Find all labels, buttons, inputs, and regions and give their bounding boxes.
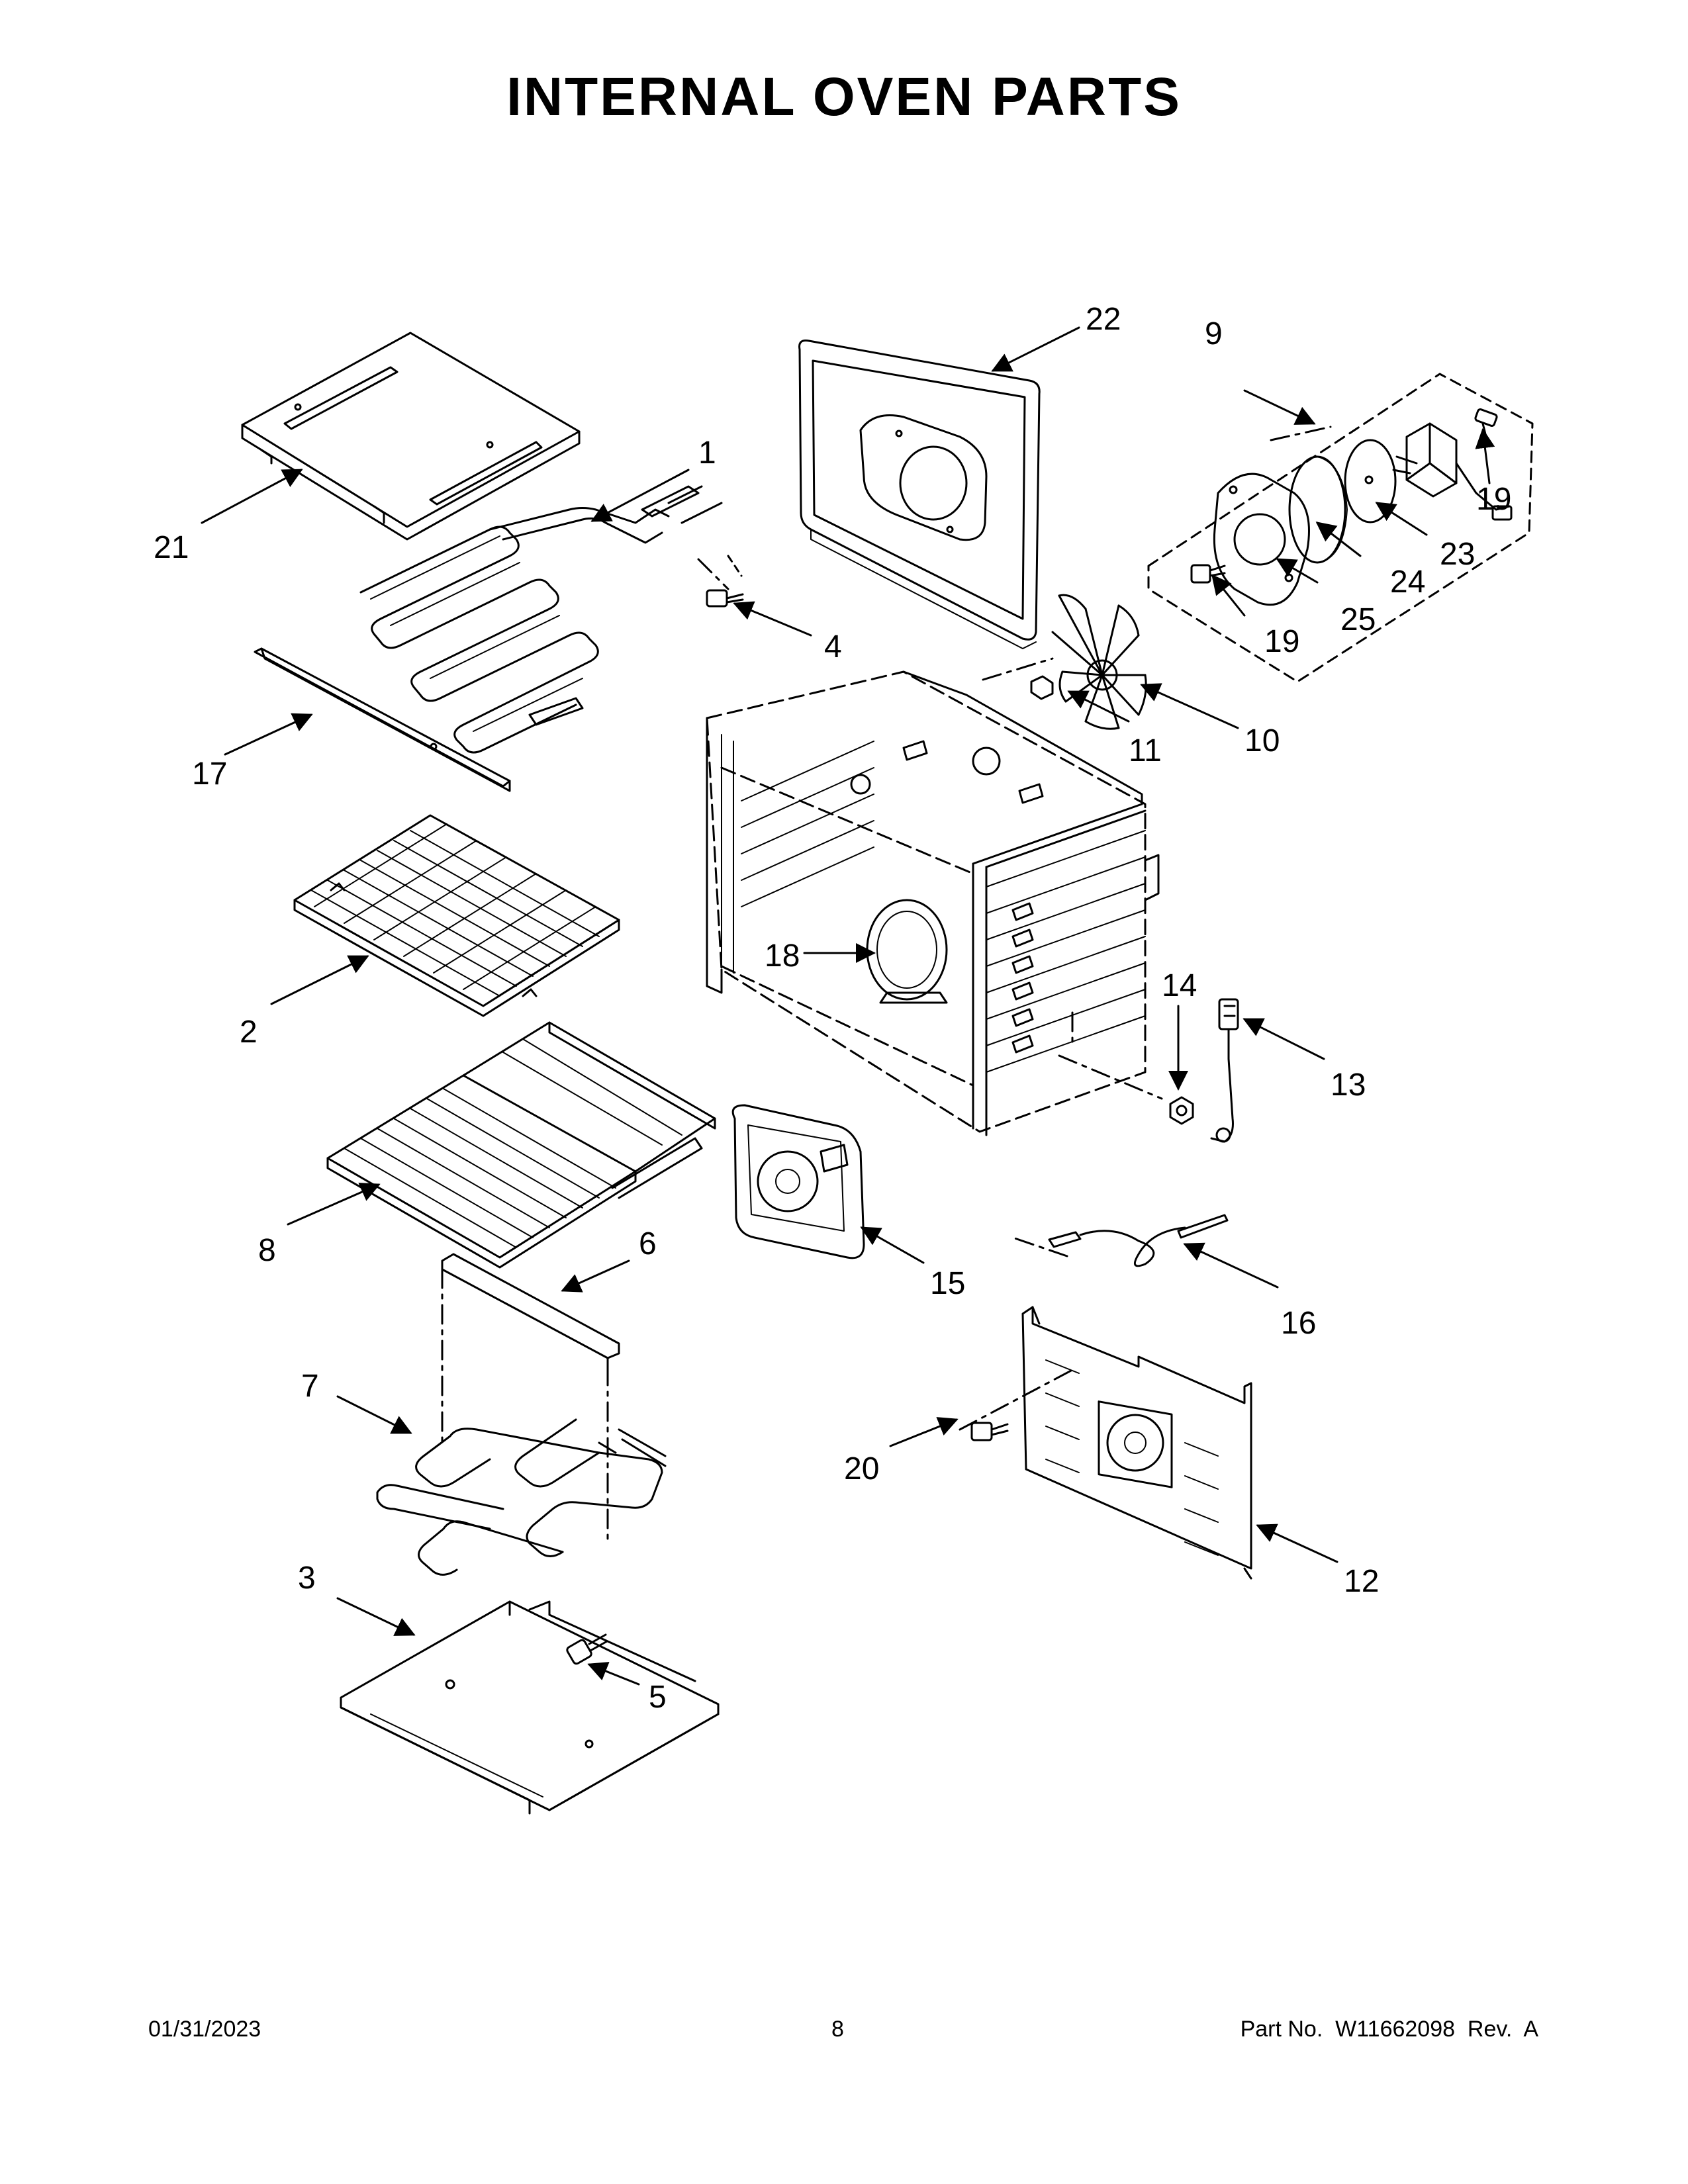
oven-door-frame — [798, 340, 1041, 649]
callout-3: 3 — [298, 1561, 316, 1596]
callout-13: 13 — [1331, 1068, 1366, 1103]
callout-19-lower: 19 — [1264, 624, 1299, 659]
oven-rack — [293, 814, 620, 1017]
bake-element — [376, 1418, 667, 1576]
callout-15: 15 — [930, 1266, 965, 1301]
callout-23: 23 — [1440, 537, 1475, 572]
screw-part-4 — [706, 555, 744, 608]
callout-22: 22 — [1086, 302, 1121, 337]
leader-arrows — [201, 326, 1495, 1686]
broil-element — [359, 485, 723, 754]
callout-16: 16 — [1281, 1306, 1316, 1341]
convection-fan-cover — [731, 1104, 865, 1259]
page-title: INTERNAL OVEN PARTS — [506, 67, 1182, 127]
callout-17: 17 — [192, 756, 227, 792]
element-bracket — [441, 1253, 620, 1368]
convection-fan-blade — [1051, 594, 1147, 730]
temperature-sensor — [1210, 998, 1239, 1143]
gliding-rack — [326, 1021, 716, 1269]
footer-part-number: Part No. W11662098 Rev. A — [1240, 2017, 1538, 2042]
callout-11: 11 — [1129, 733, 1162, 768]
callout-7: 7 — [301, 1369, 319, 1404]
screw-part-20 — [970, 1422, 1009, 1441]
insulation-disc — [1288, 455, 1348, 564]
oven-cavity — [706, 670, 1160, 1136]
callout-1: 1 — [698, 435, 716, 471]
sensor-nut — [1169, 1096, 1194, 1125]
screw-part-19-upper — [1474, 408, 1498, 438]
footer-page-number: 8 — [831, 2017, 844, 2042]
rail-bar — [254, 647, 511, 792]
callout-4: 4 — [824, 629, 842, 664]
callout-12: 12 — [1344, 1564, 1379, 1599]
motor-gasket — [1344, 439, 1397, 523]
callout-6: 6 — [639, 1226, 657, 1261]
callout-14: 14 — [1162, 968, 1197, 1003]
screw-part-5 — [566, 1633, 608, 1665]
rear-panel — [1021, 1306, 1252, 1580]
callout-8: 8 — [258, 1233, 276, 1268]
alignment-lines — [441, 426, 1332, 1547]
callout-2: 2 — [240, 1015, 258, 1050]
convection-motor — [1392, 422, 1513, 521]
screw-part-19-lower — [1190, 564, 1226, 584]
top-shield-panel — [241, 332, 581, 541]
callout-10: 10 — [1244, 723, 1280, 758]
callout-5: 5 — [649, 1680, 667, 1715]
convection-kit-box — [1147, 373, 1534, 683]
callout-18: 18 — [765, 938, 800, 974]
callout-25: 25 — [1340, 602, 1376, 637]
callout-24: 24 — [1390, 565, 1425, 600]
meat-probe — [1048, 1214, 1229, 1267]
bottom-panel — [340, 1600, 720, 1815]
callout-9: 9 — [1205, 316, 1223, 351]
footer-date: 01/31/2023 — [148, 2017, 261, 2042]
fan-nut — [1030, 675, 1054, 700]
callout-20: 20 — [844, 1451, 879, 1486]
callout-19-upper: 19 — [1476, 482, 1511, 517]
callout-21: 21 — [154, 530, 189, 565]
